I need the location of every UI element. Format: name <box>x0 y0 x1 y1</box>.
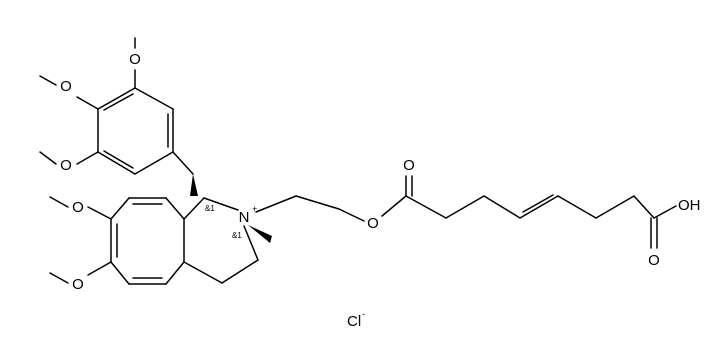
atom-o-acid-co: O <box>648 252 660 269</box>
counterion-charge: - <box>362 309 365 319</box>
atom-o-top: O <box>129 51 141 68</box>
atom-n-plus: N <box>239 209 250 226</box>
atom-o-iso2: O <box>72 276 84 293</box>
atom-o-carbonyl: O <box>403 157 415 174</box>
atom-labels: O O O O O N + O O OH O Cl - <box>60 51 700 330</box>
atom-o-acid-oh: OH <box>678 197 701 214</box>
atom-o-mid: O <box>60 78 72 95</box>
stereo-c1: &1 <box>205 204 215 213</box>
stereo-n: &1 <box>232 231 242 240</box>
wedge-bonds <box>190 174 272 243</box>
bond-lines <box>39 37 677 285</box>
counterion-cl: Cl <box>347 313 361 330</box>
atom-o-iso1: O <box>72 199 84 216</box>
stereo-labels: &1 &1 <box>205 204 242 240</box>
charge-plus: + <box>252 204 257 214</box>
atom-o-ester: O <box>367 215 379 232</box>
atom-o-low: O <box>60 157 72 174</box>
